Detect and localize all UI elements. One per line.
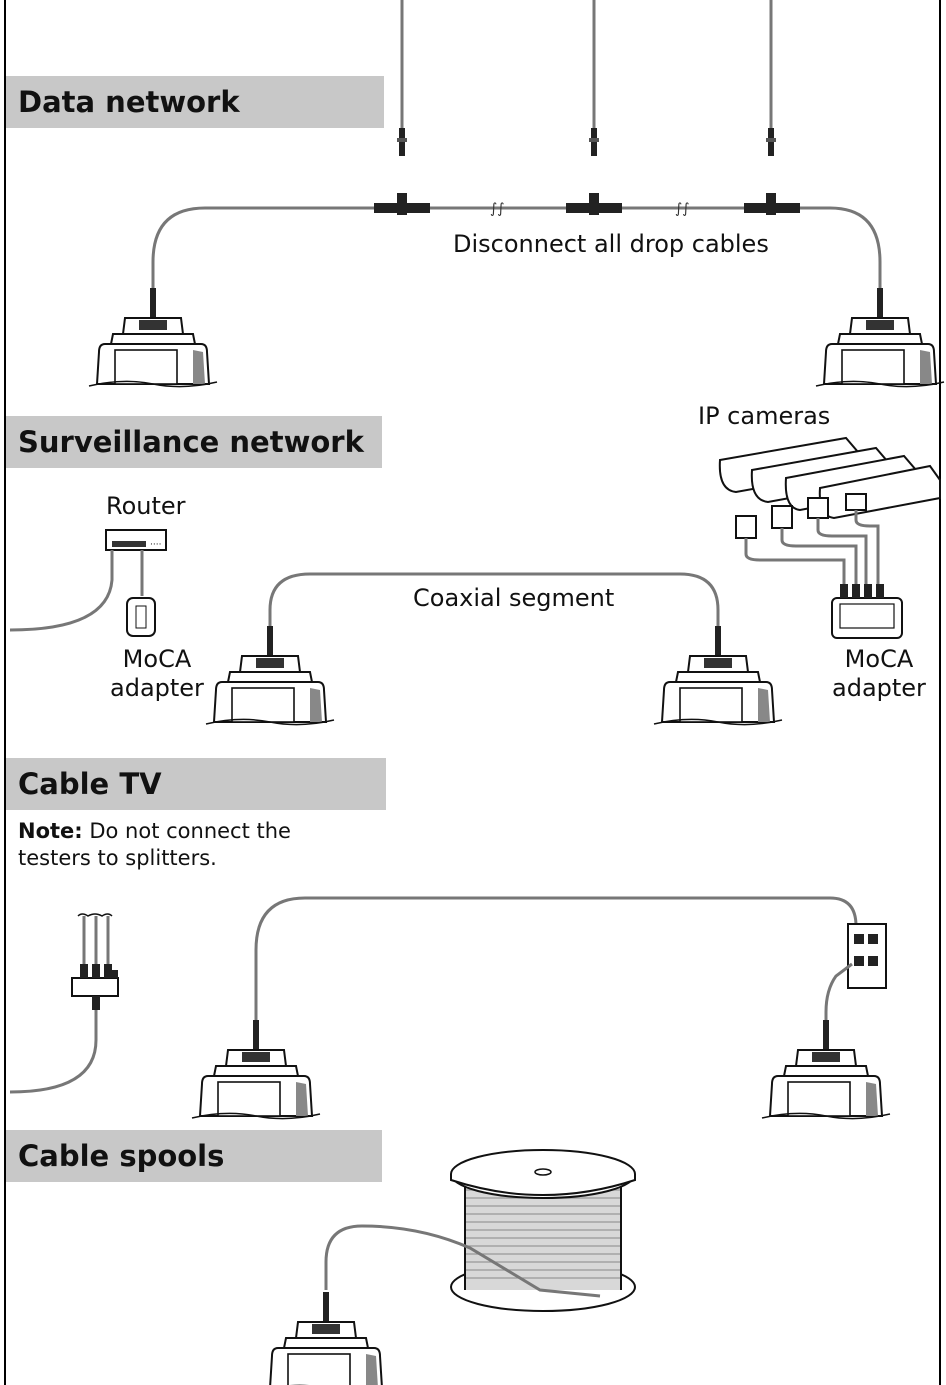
coax-cable xyxy=(268,572,720,630)
drop-cables xyxy=(400,0,773,130)
note-text: Do not connect the testers to splitters. xyxy=(18,819,291,870)
disconnect-caption: Disconnect all drop cables xyxy=(453,230,769,258)
cable-tv-diagram xyxy=(9,896,891,1120)
router-label: Router xyxy=(106,492,186,520)
cable-tv-note: Note: Do not connect the testers to spli… xyxy=(18,818,338,872)
moca-left-label: MoCA adapter xyxy=(110,645,204,702)
svg-text:∫∫: ∫∫ xyxy=(675,201,690,217)
wall-plate xyxy=(847,923,887,989)
section-title: Data network xyxy=(18,85,240,119)
t-connectors xyxy=(374,193,800,215)
tv-cable xyxy=(254,896,858,1025)
section-banner-cable-tv: Cable TV xyxy=(6,758,386,810)
surveillance-diagram: ···· xyxy=(9,436,941,726)
coax-label: Coaxial segment xyxy=(413,584,615,612)
splitter-box xyxy=(71,977,119,997)
section-banner-surveillance: Surveillance network xyxy=(6,416,382,468)
section-title: Cable TV xyxy=(18,767,162,801)
section-title: Cable spools xyxy=(18,1139,225,1173)
data-network-diagram: ∫∫ ∫∫ xyxy=(88,0,945,388)
svg-text:∫∫: ∫∫ xyxy=(490,201,505,217)
ip-cameras-label: IP cameras xyxy=(698,402,831,430)
section-banner-cable-spools: Cable spools xyxy=(6,1130,382,1182)
moca-right-label: MoCA adapter xyxy=(832,645,926,702)
section-title: Surveillance network xyxy=(18,425,364,459)
cable-spool-diagram xyxy=(261,1149,636,1385)
section-banner-data-network: Data network xyxy=(6,76,384,128)
ip-cameras xyxy=(718,436,941,584)
bus-cable xyxy=(151,206,882,295)
page-frame xyxy=(4,0,941,1385)
note-label: Note: xyxy=(18,819,83,843)
svg-text:····: ···· xyxy=(150,540,161,550)
